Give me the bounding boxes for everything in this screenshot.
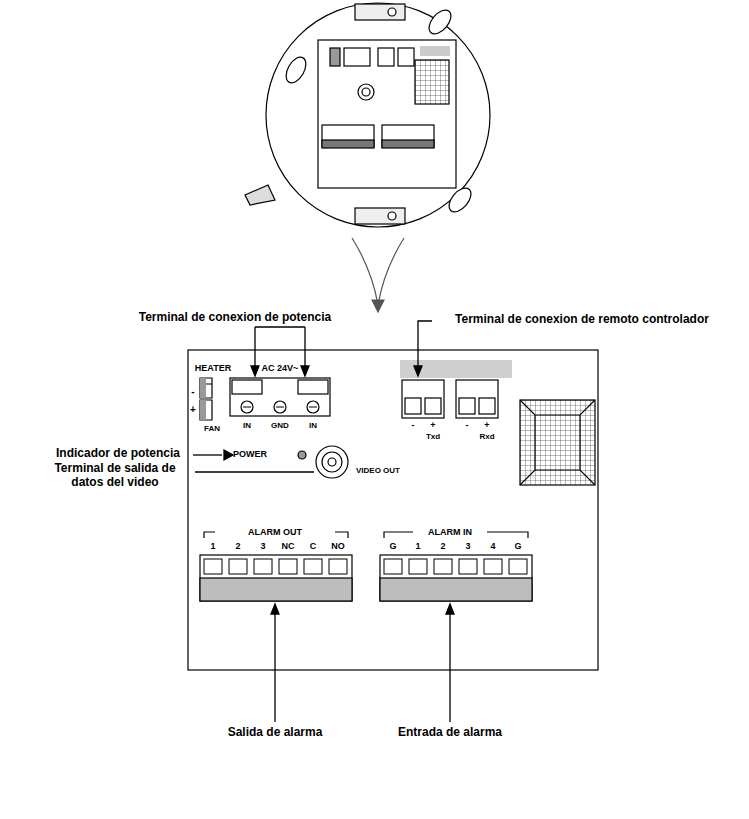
board-label: C (310, 541, 317, 551)
terminal-cell (204, 559, 222, 574)
board-label: 3 (260, 541, 265, 551)
callout-label: Terminal de conexion de remoto controlad… (455, 313, 709, 327)
board-label: 1 (210, 541, 215, 551)
board-label: IN (243, 421, 251, 430)
terminal-cell (304, 559, 322, 574)
board-label: 4 (490, 541, 495, 551)
terminal-cell (279, 559, 297, 574)
board-label: 2 (235, 541, 240, 551)
board-label: HEATER (195, 363, 231, 373)
board-label: - (191, 386, 194, 398)
callout-label: Terminal de conexion de potencia (139, 311, 332, 325)
callout-label: Indicador de potencia (56, 447, 180, 461)
terminal-cell (409, 559, 427, 574)
board-label: AC 24V~ (262, 363, 299, 373)
leader-lines (193, 321, 454, 722)
board-label: + (430, 420, 435, 430)
housing-top-view (245, 3, 490, 227)
terminal-board (188, 350, 598, 670)
board-label: + (484, 420, 489, 430)
callout-label: Entrada de alarma (398, 726, 502, 740)
board-label: Rxd (479, 432, 494, 441)
board-label: VIDEO OUT (356, 466, 400, 475)
zoom-arrow (352, 238, 404, 312)
callout-label: Terminal de salida de datos del video (40, 462, 190, 490)
board-label: FAN (204, 424, 220, 433)
board-label: 3 (465, 541, 470, 551)
board-label: ALARM OUT (248, 527, 302, 537)
terminal-cell (459, 559, 477, 574)
board-label: - (412, 420, 415, 430)
callout-label: Salida de alarma (228, 726, 323, 740)
board-label: GND (271, 421, 289, 430)
terminal-cells (204, 559, 527, 574)
board-label: Txd (426, 432, 440, 441)
board-label: NC (282, 541, 295, 551)
board-label: NO (331, 541, 345, 551)
terminal-cell (384, 559, 402, 574)
board-label: + (190, 404, 196, 416)
board-label: 1 (415, 541, 420, 551)
terminal-cell (484, 559, 502, 574)
terminal-cell (254, 559, 272, 574)
board-label: G (389, 541, 396, 551)
board-label: IN (309, 421, 317, 430)
terminal-cell (229, 559, 247, 574)
board-label: - (466, 420, 469, 430)
board-label: POWER (233, 449, 267, 459)
board-label: 2 (440, 541, 445, 551)
terminal-cell (329, 559, 347, 574)
terminal-cell (509, 559, 527, 574)
board-label: ALARM IN (428, 527, 472, 537)
board-label: G (514, 541, 521, 551)
terminal-cell (434, 559, 452, 574)
